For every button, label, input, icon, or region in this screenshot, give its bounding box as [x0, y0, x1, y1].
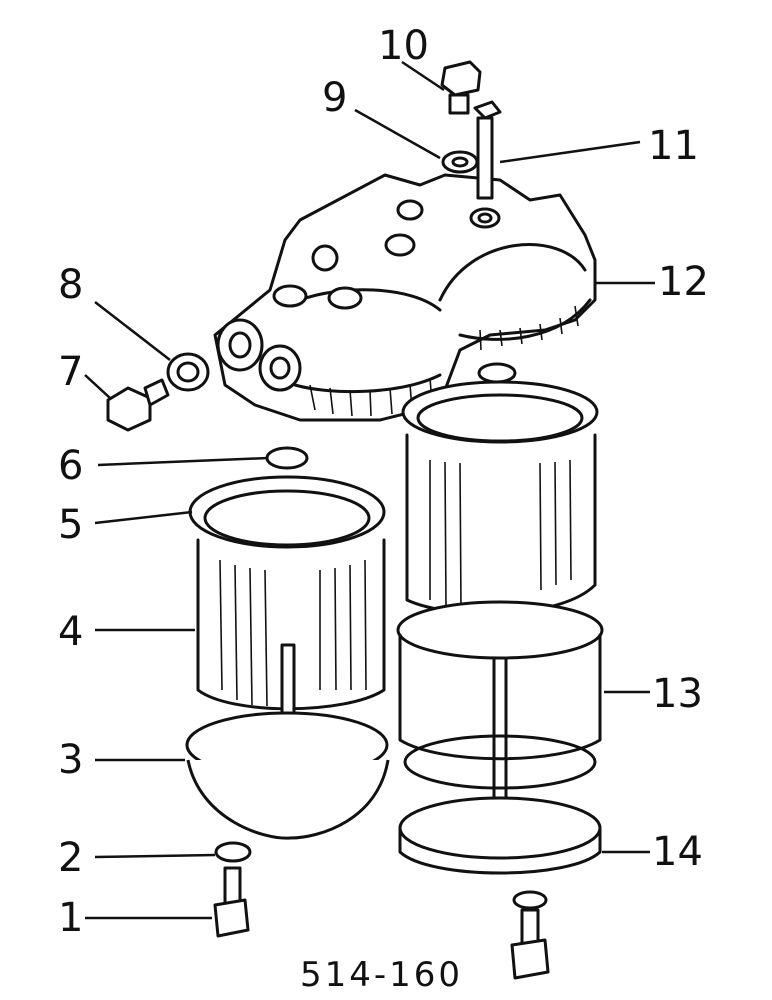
leader-lines: [84, 60, 655, 920]
right-filter-stack: [396, 362, 604, 980]
figure-caption: 514-160: [300, 955, 464, 995]
callout-14: 14: [652, 829, 703, 875]
callout-12: 12: [658, 259, 709, 305]
filter-head: [213, 173, 597, 422]
callout-5: 5: [58, 502, 84, 548]
callout-11: 11: [648, 123, 699, 169]
callout-10: 10: [378, 23, 429, 69]
callout-13: 13: [652, 671, 703, 717]
bolt-and-seal: [106, 352, 210, 432]
callout-7: 7: [58, 349, 84, 395]
callout-9: 9: [322, 75, 348, 121]
callout-6: 6: [58, 443, 84, 489]
top-bolt-and-stud: [440, 60, 502, 200]
callout-8: 8: [58, 262, 84, 308]
left-filter-stack: [185, 446, 390, 938]
callout-2: 2: [58, 835, 84, 881]
callout-4: 4: [58, 609, 84, 655]
callout-1: 1: [58, 895, 84, 941]
callout-3: 3: [58, 737, 84, 783]
